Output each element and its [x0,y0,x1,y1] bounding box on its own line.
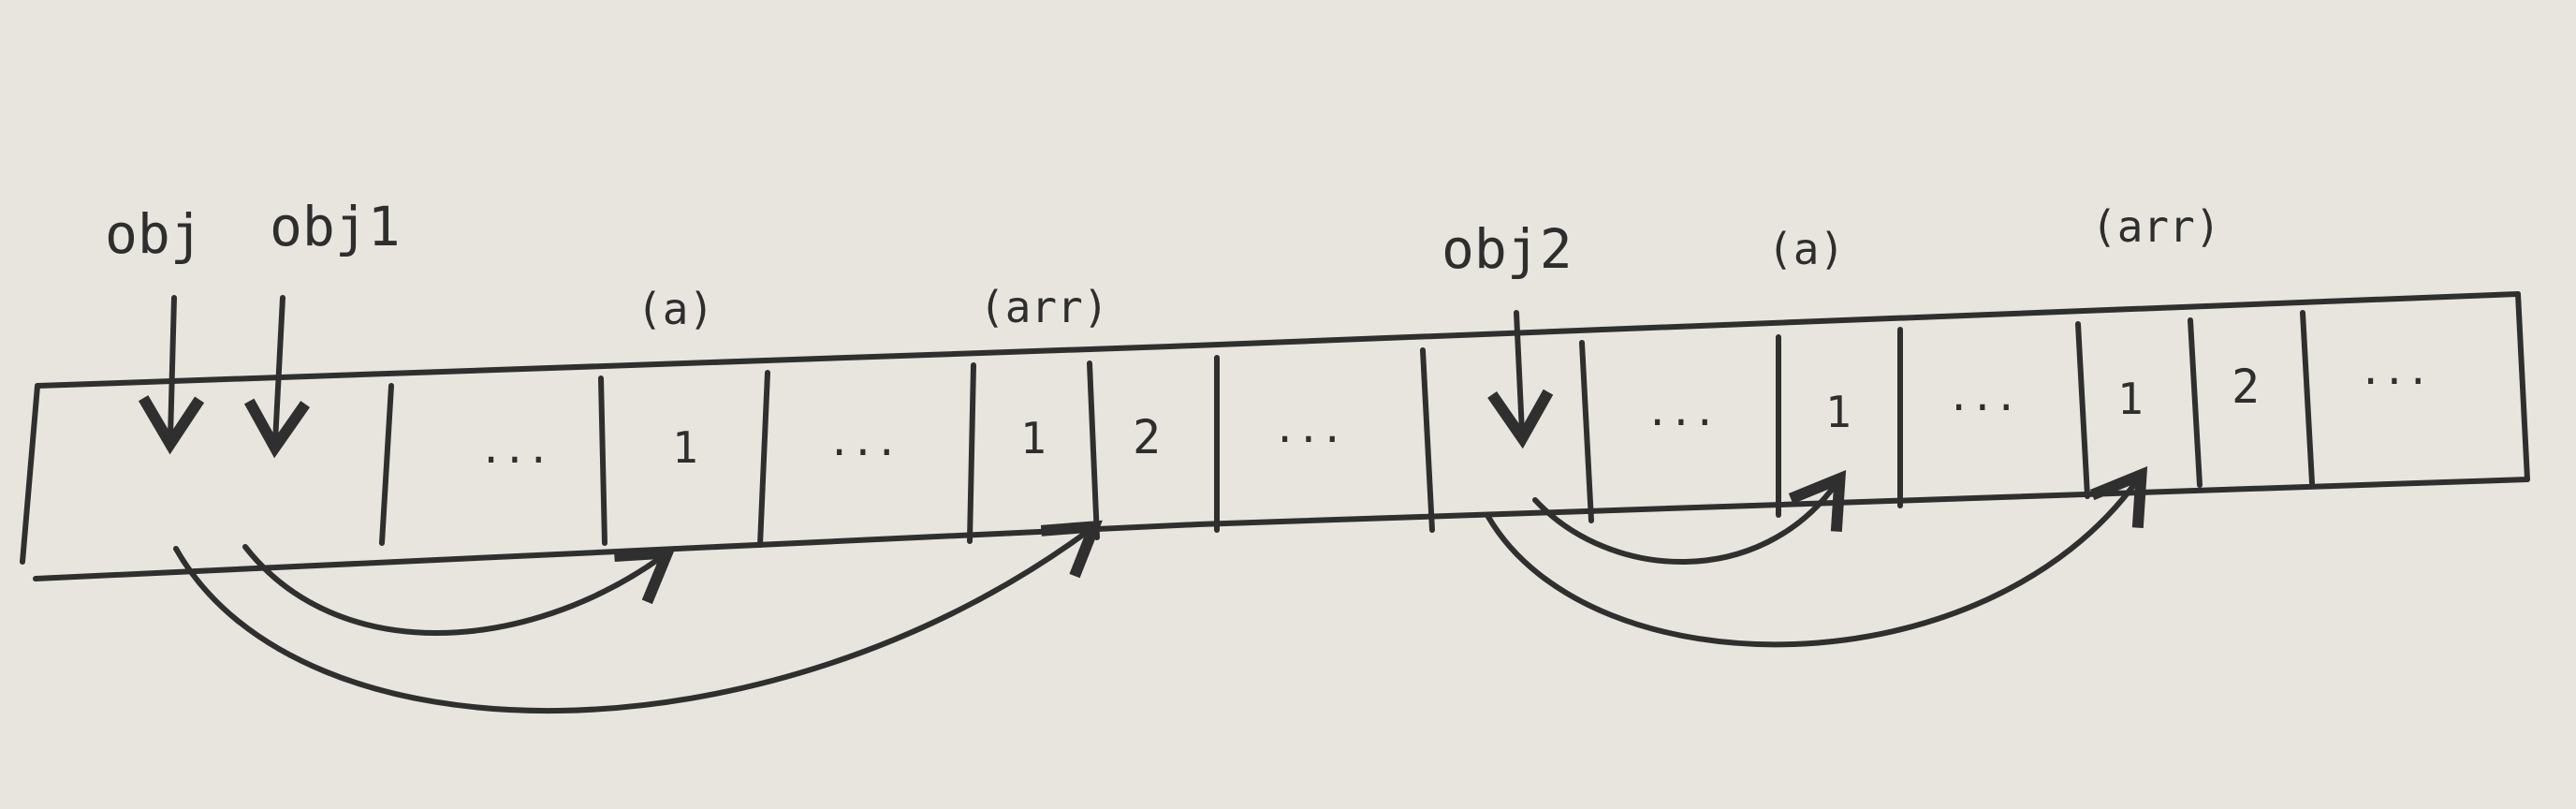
obj2-to-arr-arrow [1486,465,2148,648]
cell-dividers [379,310,2315,548]
variable-labels: obj obj1 obj2 [105,195,1573,281]
label-a-1: (a) [637,284,714,334]
obj1-to-a-arrow [242,544,677,636]
cell-12: ... [2359,347,2430,393]
cell-3: ... [827,419,899,464]
cell-8: 1 [1825,387,1852,437]
variable-pointers [138,295,1554,459]
label-arr-2: (arr) [2091,201,2220,252]
obj2-to-a-arrow [1532,469,1847,565]
label-obj1: obj1 [270,195,401,258]
cell-2: 1 [672,422,698,473]
label-obj: obj [105,202,203,266]
label-a-2: (a) [1767,224,1845,274]
cell-11: 2 [2232,360,2260,414]
cell-6: ... [1273,405,1344,451]
cell-4: 1 [1020,413,1046,463]
cell-1: ... [479,426,550,472]
cell-7: ... [1646,389,1717,434]
field-labels: (a) (arr) (a) (arr) [637,201,2220,334]
obj-to-arr-arrow [173,520,1103,714]
cell-10: 1 [2117,374,2144,424]
obj2-pointer-arrow [1487,310,1554,449]
obj1-pointer-arrow [243,295,311,459]
cell-values: ... 1 ... 1 2 ... ... 1 ... 1 2 ... [479,347,2430,473]
memory-strip-top [35,291,2521,389]
memory-strip-right-edge [2515,291,2530,482]
cell-5: 2 [1133,410,1161,464]
reference-arrows [173,465,2148,714]
memory-strip-left-edge [20,383,40,565]
label-obj2: obj2 [1442,217,1573,281]
obj-pointer-arrow [138,295,205,455]
memory-strip-bottom [33,477,2530,581]
cell-9: ... [1947,374,2018,419]
label-arr-1: (arr) [979,282,1108,332]
